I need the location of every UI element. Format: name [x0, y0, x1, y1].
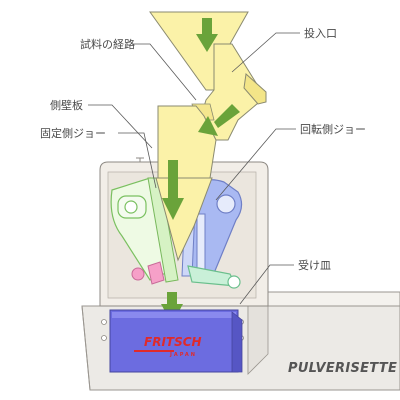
hopper-chute: [149, 11, 267, 262]
product-name: PULVERISETTE: [288, 361, 397, 376]
pink-toggle-part: [131, 261, 165, 285]
svg-text:FRITSCH: FRITSCH: [144, 335, 202, 349]
fixed-jaw-assembly: [110, 177, 179, 283]
leader-lines: [88, 32, 300, 305]
flow-arrows: [161, 18, 240, 324]
label-receiver: 受け皿: [298, 259, 331, 272]
label-hopper: 投入口: [304, 26, 337, 40]
arrow-jaw-icon: [162, 160, 184, 220]
svg-text:JAPAN: JAPAN: [169, 352, 197, 358]
fritsch-logo: FRITSCH JAPAN: [134, 335, 202, 358]
label-side-wall: 側壁板: [50, 98, 83, 112]
arrow-diagonal-icon: [198, 104, 240, 136]
receiver-pan: [109, 309, 243, 373]
label-sample-path: 試料の経路: [80, 37, 135, 51]
label-fixed-jaw: 固定側ジョー: [40, 126, 106, 140]
arrow-down-icon: [196, 18, 218, 52]
label-moving-jaw: 回転側ジョー: [300, 123, 366, 136]
